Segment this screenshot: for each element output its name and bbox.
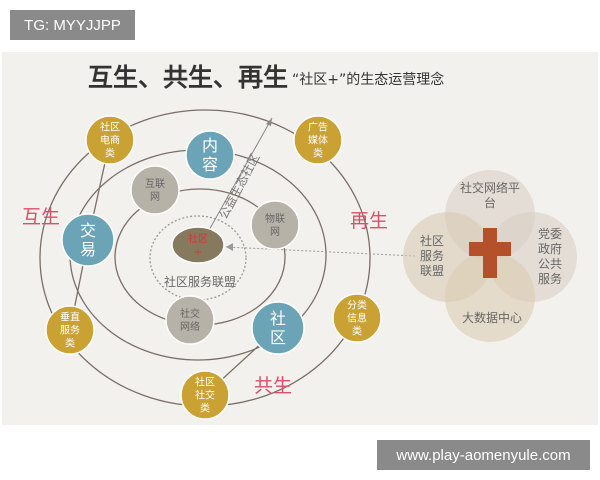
node-label: 互联 [145, 178, 165, 190]
node-iot: 物联网 [250, 200, 300, 250]
node-label: 电商 [100, 134, 120, 147]
node-core: 社区 + [171, 226, 225, 264]
node-label: 区 [270, 328, 286, 347]
node-label: 分类 [347, 299, 367, 312]
node-label: 社区 [100, 121, 120, 134]
node-label: 社交 [180, 307, 200, 320]
node-label: 物联 [265, 212, 285, 225]
cluster-label-right: 党委 [538, 226, 562, 241]
node-circle [250, 200, 300, 250]
node-circle [251, 301, 305, 355]
node-internet: 互联网 [130, 165, 180, 215]
node-label: 网 [270, 226, 280, 238]
node-circle [45, 305, 95, 355]
cluster-label-right: 服务 [538, 271, 562, 286]
watermark-top: TG: MYYJJPP [10, 10, 135, 40]
node-label: 类 [352, 325, 362, 338]
node-content: 内容 [185, 130, 235, 180]
cluster-circle-bottom [445, 252, 535, 342]
cluster-label-bottom: 大数据中心 [462, 310, 522, 325]
arrow-line [207, 117, 273, 233]
node-label: 交 [80, 221, 96, 240]
node-label: 类 [200, 402, 210, 415]
node-label: 垂直 [60, 311, 80, 324]
node-trade: 交易 [61, 213, 115, 267]
node-social-net: 社交网络 [165, 295, 215, 345]
node-label: 社 [270, 309, 286, 328]
node-label: 易 [80, 240, 96, 259]
node-label: 网络 [180, 320, 200, 333]
node-label: 类 [105, 147, 115, 160]
title-main: 互生、共生、再生 [88, 63, 288, 92]
cluster-label-right: 公共 [538, 257, 562, 271]
husheng-label: 互生 [22, 206, 60, 228]
dotted-arrow [225, 246, 416, 257]
dotted-arrow-head [226, 243, 233, 251]
cluster-label-top: 台 [484, 195, 496, 210]
node-label: 类 [65, 337, 75, 350]
cluster-label-top: 社交网络平 [460, 180, 520, 195]
node-label: 内 [202, 136, 218, 155]
node-circle [171, 226, 225, 264]
node-label: 网 [150, 191, 160, 203]
node-label: 媒体 [308, 135, 328, 147]
arrow-head [266, 118, 272, 126]
zaisheng-label: 再生 [350, 210, 388, 232]
node-circle [85, 115, 135, 165]
cluster-label-left: 社区 [420, 233, 444, 248]
cluster-label-left: 服务 [420, 248, 444, 263]
cluster-label-right: 政府 [538, 241, 562, 256]
node-label: + [194, 247, 202, 258]
node-circle [293, 115, 343, 165]
node-circle [61, 213, 115, 267]
cluster-label-left: 联盟 [420, 264, 444, 278]
alliance-ring [149, 215, 247, 301]
watermark-bottom: www.play-aomenyule.com [377, 440, 590, 470]
title-sub: “社区+”的生态运营理念 [292, 71, 444, 88]
node-community: 社区 [251, 301, 305, 355]
alliance-label: 社区服务联盟 [164, 274, 236, 289]
node-circle [180, 370, 230, 420]
node-label: 服务 [60, 324, 80, 337]
node-circle [185, 130, 235, 180]
node-circle [165, 295, 215, 345]
cross-icon [469, 228, 511, 278]
node-label: 社区 [188, 232, 208, 245]
node-circle [332, 293, 382, 343]
node-label: 容 [202, 155, 218, 174]
node-label: 社交 [195, 389, 215, 402]
node-label: 社区 [195, 376, 215, 389]
node-circle [130, 165, 180, 215]
node-label: 信息 [347, 312, 367, 325]
gongsheng-label: 共生 [254, 375, 292, 397]
node-label: 类 [313, 147, 323, 160]
node-label: 广告 [308, 121, 328, 134]
